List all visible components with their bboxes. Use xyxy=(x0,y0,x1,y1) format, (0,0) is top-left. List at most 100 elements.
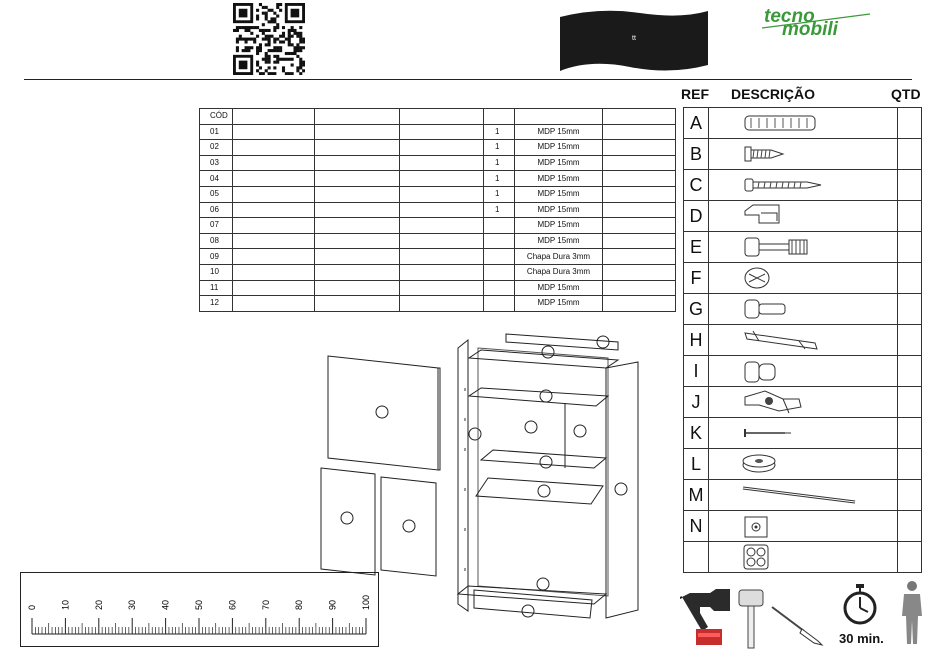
hardware-ref: L xyxy=(683,448,709,480)
empty-cell xyxy=(232,139,315,156)
part-code: 03 xyxy=(199,154,233,172)
part-code: 02 xyxy=(199,139,233,156)
part-material: MDP 15mm xyxy=(514,295,603,312)
part-code: 06 xyxy=(199,201,233,219)
ref-header: REF xyxy=(681,86,709,102)
empty-cell xyxy=(314,170,400,187)
hardware-qty xyxy=(897,262,922,294)
part-code: 07 xyxy=(199,217,233,234)
part-code: 11 xyxy=(199,279,233,297)
hardware-ref: M xyxy=(683,479,709,511)
part-code: 08 xyxy=(199,232,233,250)
hardware-ref: G xyxy=(683,293,709,325)
empty-cell xyxy=(232,232,315,250)
hardware-ref: N xyxy=(683,510,709,542)
part-qty xyxy=(483,263,515,281)
ruler-label: 30 xyxy=(127,600,137,610)
part-code: 09 xyxy=(199,248,233,265)
empty-cell xyxy=(602,248,676,265)
hardware-row: F xyxy=(683,262,922,294)
empty-cell xyxy=(602,185,676,203)
empty-cell xyxy=(232,295,315,312)
hardware-ref xyxy=(683,541,709,573)
code-header: CÓD xyxy=(199,108,233,125)
time-label: 30 min. xyxy=(839,631,884,646)
hardware-qty xyxy=(897,200,922,232)
ruler-label: 90 xyxy=(328,600,338,610)
right-side-panel xyxy=(605,361,639,619)
top-panel xyxy=(505,333,619,351)
hardware-row: A xyxy=(683,107,922,139)
stopwatch-icon xyxy=(842,584,878,631)
cover-caps-icon xyxy=(708,541,898,573)
empty-cell xyxy=(399,263,484,281)
part-code: 12 xyxy=(199,295,233,312)
ruler-label: 100 xyxy=(361,595,371,610)
ruler-label: 20 xyxy=(94,600,104,610)
part-material: MDP 15mm xyxy=(514,154,603,172)
lower-door-left xyxy=(320,467,376,576)
hardware-ref: B xyxy=(683,138,709,170)
empty-cell xyxy=(399,201,484,219)
empty-cell xyxy=(314,217,400,234)
empty-cell xyxy=(399,279,484,297)
ruler-label: 50 xyxy=(194,600,204,610)
hardware-ref: D xyxy=(683,200,709,232)
part-material: MDP 15mm xyxy=(514,232,603,250)
pin-icon xyxy=(708,293,898,325)
nail-icon xyxy=(708,417,898,449)
part-code: 05 xyxy=(199,185,233,203)
left-side-panel xyxy=(457,338,469,612)
hardware-row: H xyxy=(683,324,922,356)
part-qty xyxy=(483,232,515,250)
hardware-row: C xyxy=(683,169,922,201)
hardware-row: B xyxy=(683,138,922,170)
qty-header: QTD xyxy=(891,86,921,102)
tag-text: tt xyxy=(632,35,636,42)
part-material: MDP 15mm xyxy=(514,185,603,203)
part-material: Chapa Dura 3mm xyxy=(514,263,603,281)
hardware-row: E xyxy=(683,231,922,263)
empty-cell xyxy=(314,185,400,203)
hardware-qty xyxy=(897,138,922,170)
empty-cell xyxy=(232,170,315,187)
hardware-qty xyxy=(897,231,922,263)
parts-row: 10 Chapa Dura 3mm xyxy=(199,263,676,281)
hardware-row: M xyxy=(683,479,922,511)
hardware-qty xyxy=(897,324,922,356)
empty-cell xyxy=(232,263,315,281)
cam-bolt-icon xyxy=(708,231,898,263)
hardware-ref: F xyxy=(683,262,709,294)
empty-cell xyxy=(602,201,676,219)
shelf-support-icon xyxy=(708,200,898,232)
empty-cell xyxy=(232,185,315,203)
part-qty: 1 xyxy=(483,139,515,156)
hardware-row: J xyxy=(683,386,922,418)
part-material: MDP 15mm xyxy=(514,217,603,234)
cam-lock-icon xyxy=(708,262,898,294)
part-qty: 1 xyxy=(483,185,515,203)
label-tag: tt xyxy=(540,3,716,80)
empty-cell xyxy=(602,263,676,281)
hardware-qty xyxy=(897,293,922,325)
part-qty xyxy=(483,248,515,265)
plate-icon xyxy=(708,510,898,542)
part-code: 10 xyxy=(199,263,233,281)
hardware-qty xyxy=(897,541,922,573)
desc-header: DESCRIÇÃO xyxy=(731,86,816,102)
empty-cell xyxy=(314,201,400,219)
empty-cell xyxy=(314,248,400,265)
ruler-label: 80 xyxy=(294,600,304,610)
hardware-qty xyxy=(897,479,922,511)
empty-cell xyxy=(232,279,315,297)
empty-cell xyxy=(314,139,400,156)
part-material: MDP 15mm xyxy=(514,279,603,297)
hardware-qty xyxy=(897,107,922,139)
hardware-row: K xyxy=(683,417,922,449)
empty-cell xyxy=(399,232,484,250)
lower-door-right xyxy=(380,476,437,577)
